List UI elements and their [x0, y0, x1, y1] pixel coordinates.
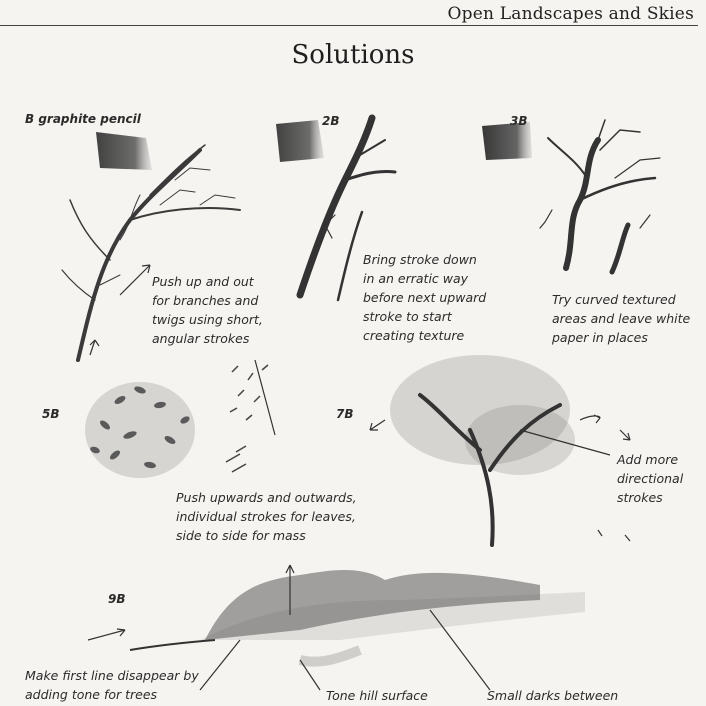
running-head: Open Landscapes and Skies — [447, 4, 694, 24]
grade-label-5b: 5B — [42, 407, 60, 421]
bare-tree-sketch — [61, 144, 241, 362]
grade-label-b: B graphite pencil — [25, 112, 141, 126]
caption-first-line: Make first line disappear by adding tone… — [25, 668, 199, 702]
caption-branches: Push up and out for branches and twigs u… — [152, 274, 263, 346]
header-rule — [0, 25, 698, 26]
caption-curved: Try curved textured areas and leave whit… — [552, 292, 691, 345]
tone-swatch-3b — [482, 122, 532, 160]
tone-swatch-b — [96, 132, 152, 170]
trunk-stroke-sketch — [296, 114, 397, 302]
hillside-sketch — [129, 570, 585, 667]
grade-label-2b: 2B — [322, 114, 340, 128]
caption-directional: Add more directional strokes — [617, 452, 684, 505]
caption-darks: Small darks between — [487, 688, 619, 703]
gnarled-tree-sketch — [539, 119, 661, 275]
leafy-bush-sketch — [85, 382, 195, 478]
tone-swatch-2b — [276, 120, 324, 162]
full-tree-sketch — [390, 355, 575, 547]
caption-hill: Tone hill surface — [326, 688, 428, 703]
caption-leaves: Push upwards and outwards, individual st… — [176, 490, 357, 543]
grade-label-9b: 9B — [108, 592, 126, 606]
grade-label-3b: 3B — [510, 114, 528, 128]
grade-label-7b: 7B — [336, 407, 354, 421]
page-title: Solutions — [291, 40, 415, 70]
caption-erratic: Bring stroke down in an erratic way befo… — [363, 252, 487, 343]
leaf-stroke-demos — [225, 364, 269, 473]
annotation-arrows — [87, 264, 631, 691]
